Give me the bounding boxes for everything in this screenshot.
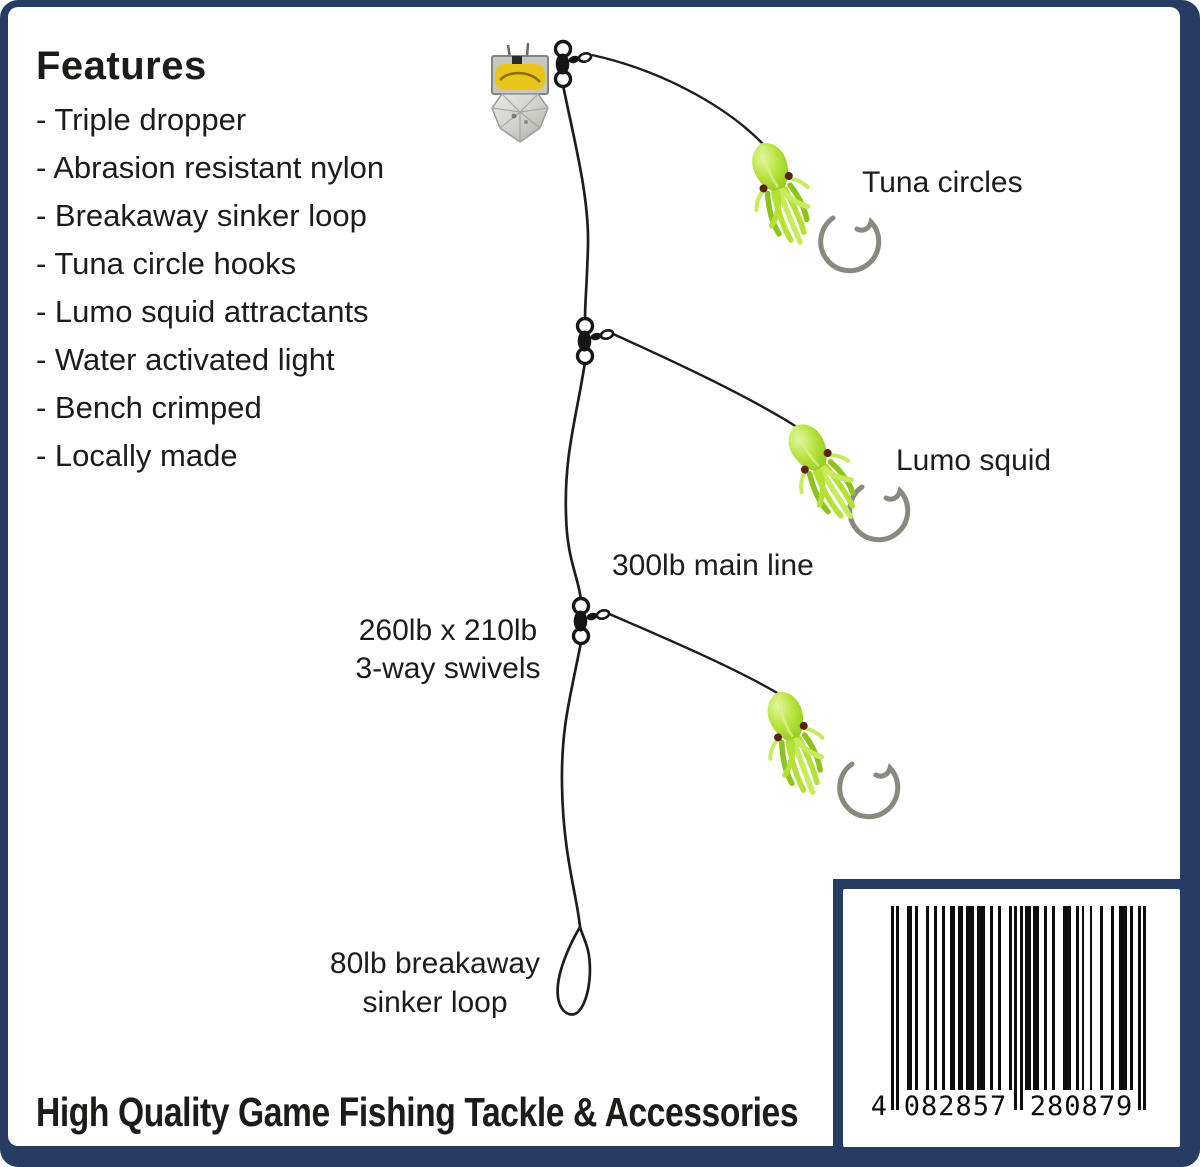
barcode-area: 4 082857 280879: [843, 889, 1180, 1147]
barcode-box: 4 082857 280879: [833, 879, 1200, 1167]
label-sinker-line1: 80lb breakaway: [329, 947, 541, 980]
feature-item: - Tuna circle hooks: [36, 246, 297, 281]
label-swivels-line1: 260lb x 210lb: [358, 614, 538, 647]
label-sinker-loop: 80lb breakaway sinker loop: [320, 944, 550, 1022]
feature-item: - Locally made: [36, 438, 238, 473]
label-main-line: 300lb main line: [612, 549, 814, 582]
feature-item: - Water activated light: [36, 342, 335, 377]
feature-item: - Triple dropper: [36, 102, 247, 137]
features-panel: Features - Triple dropper - Abrasion res…: [36, 44, 384, 480]
feature-item: - Bench crimped: [36, 390, 262, 425]
feature-item: - Abrasion resistant nylon: [36, 150, 385, 185]
barcode-bars: [843, 889, 1180, 1147]
label-swivels: 260lb x 210lb 3-way swivels: [344, 612, 552, 688]
feature-item: - Breakaway sinker loop: [36, 198, 367, 233]
barcode-digits-left: 082857: [903, 1091, 1008, 1122]
feature-item: - Lumo squid attractants: [36, 294, 369, 329]
label-swivels-line2: 3-way swivels: [355, 652, 541, 685]
features-list: - Triple dropper - Abrasion resistant ny…: [36, 96, 384, 480]
label-lumo-squid: Lumo squid: [896, 444, 1052, 477]
barcode-digit-first: 4: [870, 1091, 887, 1122]
label-sinker-line2: sinker loop: [362, 986, 508, 1019]
tagline: High Quality Game Fishing Tackle & Acces…: [36, 1089, 799, 1135]
barcode-digits-right: 280879: [1029, 1091, 1134, 1122]
features-title: Features: [36, 44, 207, 88]
label-tuna-circles: Tuna circles: [862, 166, 1023, 199]
